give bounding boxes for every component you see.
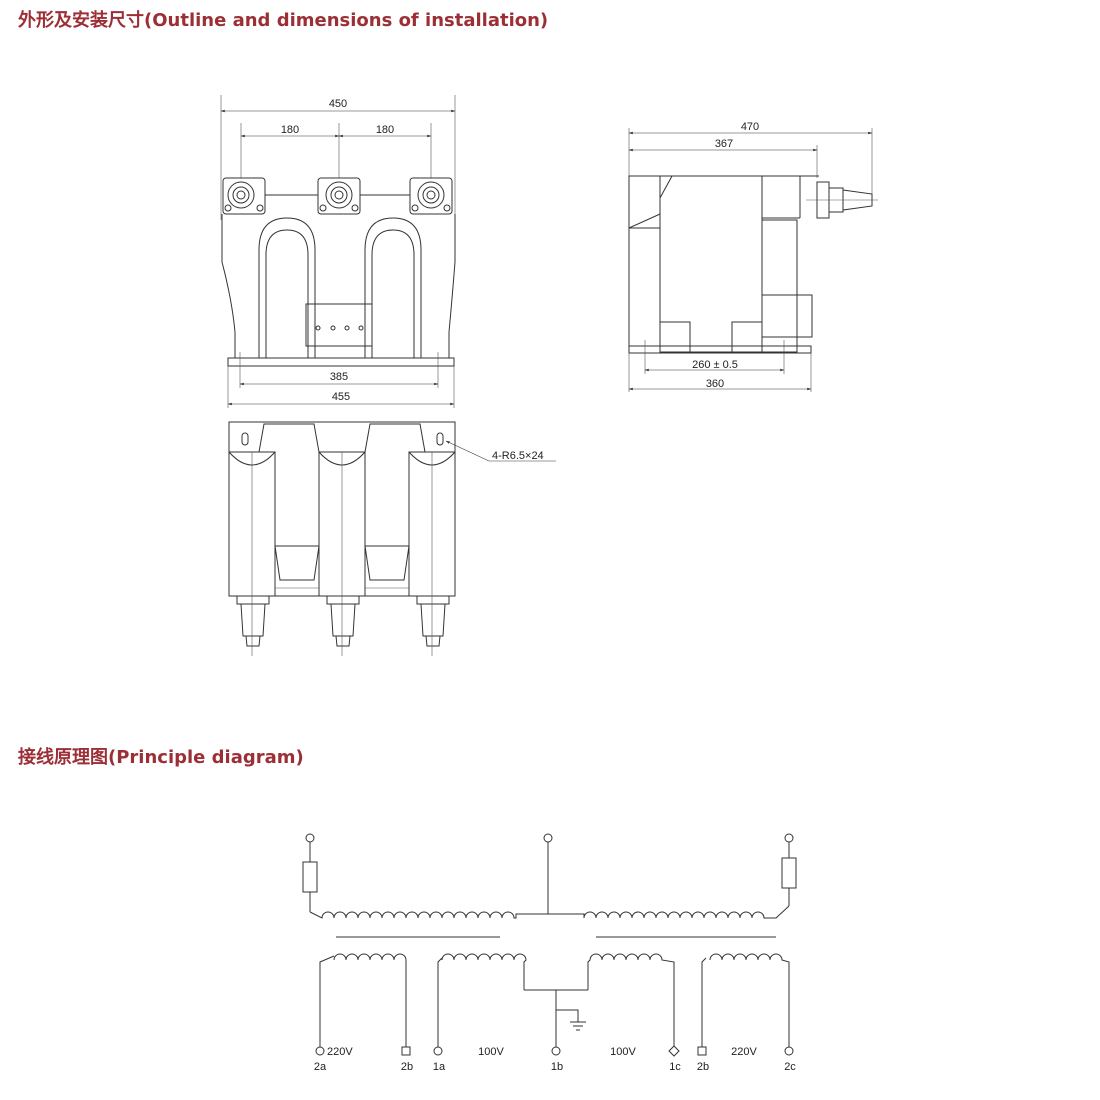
primary-winding-right — [548, 905, 790, 919]
plan-view: 4-R6.5×24 — [228, 421, 556, 656]
primary-terminal — [784, 833, 794, 843]
terminal-label: 1b — [551, 1061, 563, 1073]
terminal-1c — [668, 1045, 680, 1057]
terminal-label: 2c — [784, 1061, 796, 1073]
terminal-2b-left — [401, 1046, 411, 1056]
side-view: 470 367 260 ± 0.5 360 — [628, 121, 878, 392]
voltage-label: 220V — [731, 1046, 757, 1058]
terminal-2c — [784, 1046, 794, 1056]
terminal-label: 1a — [433, 1061, 446, 1073]
base-plate — [227, 357, 455, 367]
front-view: 450 180 180 — [220, 95, 456, 408]
voltage-label: 100V — [478, 1046, 504, 1058]
terminal-lug — [317, 177, 361, 215]
principle-section-title: 接线原理图(Principle diagram) — [18, 747, 304, 768]
mounting-slot — [241, 432, 249, 446]
primary-winding-left — [309, 911, 548, 919]
terminal-1a — [433, 1046, 443, 1056]
mounting-hole-note: 4-R6.5×24 — [492, 450, 544, 462]
dim-pitch-right-label: 180 — [376, 124, 394, 136]
voltage-label: 220V — [327, 1046, 353, 1058]
terminal-label: 1c — [669, 1061, 681, 1073]
terminal-2a — [315, 1046, 325, 1056]
terminal-lug — [409, 177, 453, 215]
primary-terminal — [543, 833, 553, 843]
terminal-label: 2b — [697, 1061, 709, 1073]
dim-base-inner-label: 385 — [330, 371, 348, 383]
voltage-label: 100V — [610, 1046, 636, 1058]
terminal-lug — [222, 177, 266, 215]
dim-overall-width-label: 450 — [329, 98, 347, 110]
primary-terminal — [305, 833, 315, 843]
dim-side-overall-label: 470 — [741, 121, 759, 133]
side-terminal-box — [761, 294, 813, 338]
dim-side-body-label: 367 — [715, 138, 733, 150]
outline-section-title: 外形及安装尺寸(Outline and dimensions of instal… — [18, 10, 549, 31]
terminal-2b-right — [697, 1046, 707, 1056]
terminal-label: 2a — [314, 1061, 327, 1073]
mounting-slot — [436, 432, 444, 446]
dim-pitch-left-label: 180 — [281, 124, 299, 136]
dim-mount-spacing-label: 260 ± 0.5 — [692, 359, 738, 371]
dim-side-base-label: 360 — [706, 378, 724, 390]
fuse — [781, 857, 797, 889]
dim-base-outer-label: 455 — [332, 391, 350, 403]
fuse — [302, 861, 318, 893]
terminal-label: 2b — [401, 1061, 413, 1073]
secondary-terminal-box — [305, 303, 373, 347]
principle-diagram: 220V 2a 2b 1a 100V 1b 100V 1c 2b 220V 2c — [302, 833, 797, 1073]
terminal-1b — [551, 1046, 561, 1056]
